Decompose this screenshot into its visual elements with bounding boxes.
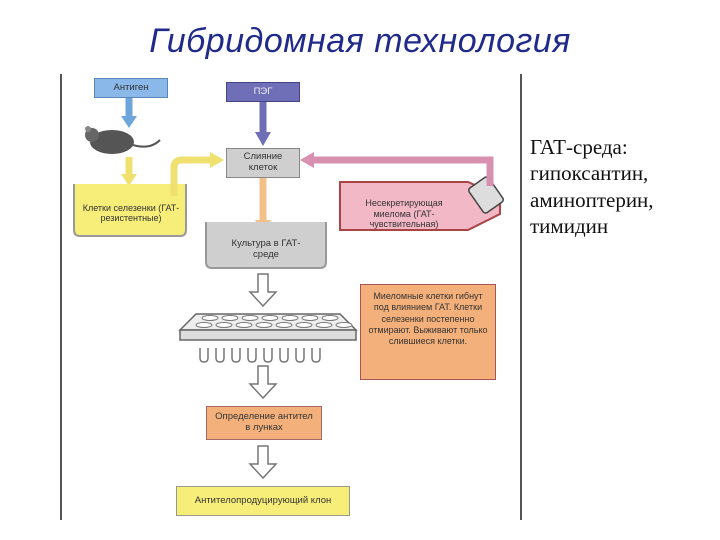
hollow-arrow-3 xyxy=(248,445,278,480)
hollow-arrow-2 xyxy=(248,365,278,400)
well-cross-section xyxy=(199,348,321,363)
hat-medium-heading: ГАТ-среда: xyxy=(530,135,628,159)
arrow-spleen-fusion xyxy=(170,156,212,196)
myeloma-bottle xyxy=(339,181,501,231)
hat-component-hypoxanthine: гипоксантин, xyxy=(530,161,649,186)
arrow-myeloma-fusion xyxy=(312,156,494,186)
hat-component-aminopterin: аминоптерин, xyxy=(530,187,654,212)
slide-title: Гибридомная технология xyxy=(149,22,571,60)
antibody-detection-box: Определение антител в лунках xyxy=(206,406,322,440)
antigen-box: Антиген xyxy=(94,78,168,98)
spleen-dish xyxy=(73,184,187,237)
culture-dish xyxy=(205,222,327,269)
info-note-box: Миеломные клетки гибнут под влиянием ГАТ… xyxy=(360,284,496,380)
mouse-icon xyxy=(85,126,161,154)
hollow-arrow-1 xyxy=(248,273,278,308)
myeloma-label: Несекретирующая миелома (ГАТ-чувствитель… xyxy=(365,198,443,230)
spleen-cells-label: Клетки селезенки (ГАТ-резистентные) xyxy=(82,202,180,223)
peg-box: ПЭГ xyxy=(226,82,300,102)
well-plate xyxy=(178,313,358,341)
diagram-frame xyxy=(60,74,522,520)
hat-medium-text: ГАТ-среда: гипоксантин, аминоптерин, тим… xyxy=(530,134,654,239)
clone-box: Антителопродуцирующий клон xyxy=(176,486,350,516)
culture-label: Культура в ГАТ-среде xyxy=(231,238,301,260)
hat-component-thymidine: тимидин xyxy=(530,213,609,238)
fusion-box: Слияние клеток xyxy=(226,148,300,178)
